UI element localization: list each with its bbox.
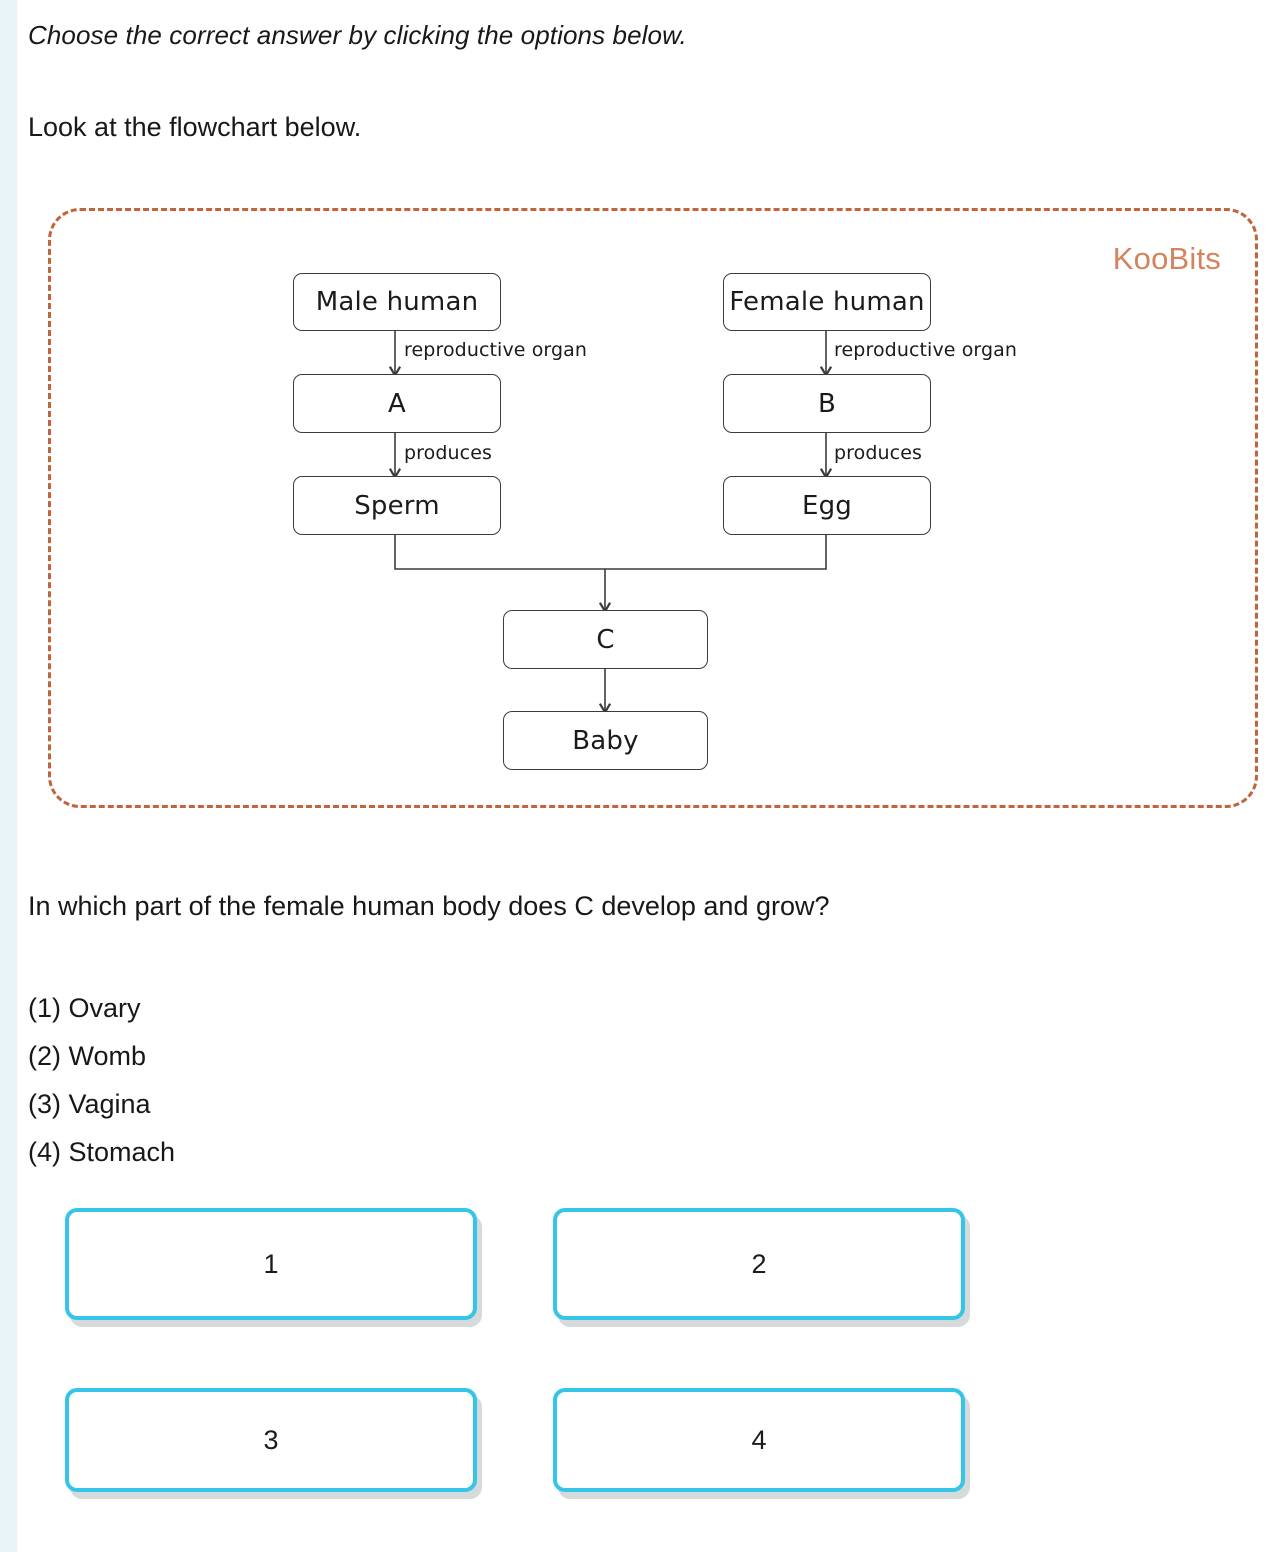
option-item-2: (2) Womb — [28, 1041, 147, 1071]
answer-button-3[interactable]: 3 — [65, 1388, 477, 1492]
option-item-3: (3) Vagina — [28, 1089, 151, 1119]
option-item-4: (4) Stomach — [28, 1137, 176, 1167]
answer-row-top: 1 2 — [65, 1208, 975, 1320]
flow-node-sperm: Sperm — [293, 476, 501, 535]
answer-button-2[interactable]: 2 — [553, 1208, 965, 1320]
flow-node-label: Female human — [729, 287, 925, 317]
edge-label-b-to-egg: produces — [834, 442, 923, 464]
option-list: (1) Ovary (2) Womb (3) Vagina (4) Stomac… — [28, 984, 928, 1176]
flow-node-a: A — [293, 374, 501, 433]
answer-button-grid: 1 2 3 4 — [65, 1208, 975, 1492]
answer-button-label: 2 — [751, 1248, 767, 1279]
flow-node-label: Male human — [315, 287, 479, 317]
flow-node-label: B — [817, 388, 837, 419]
flow-node-male-human: Male human — [293, 273, 501, 331]
flowchart-canvas: Male human Female human A B Sperm Egg C … — [51, 211, 1261, 811]
answer-button-label: 3 — [263, 1424, 279, 1455]
flow-node-label: Sperm — [354, 490, 440, 521]
edge-label-male-to-a: reproductive organ — [404, 339, 588, 361]
left-accent-strip — [0, 0, 17, 1552]
flow-node-b: B — [723, 374, 931, 433]
flow-node-label: Baby — [572, 725, 639, 756]
flow-node-label: Egg — [801, 490, 853, 521]
prompt-text: Look at the flowchart below. — [28, 112, 362, 142]
answer-button-label: 4 — [751, 1424, 767, 1455]
flow-node-label: A — [388, 388, 406, 419]
koobits-watermark: KooBits — [1112, 241, 1221, 276]
flow-node-c: C — [503, 610, 708, 669]
flow-node-baby: Baby — [503, 711, 708, 770]
edge-label-a-to-sperm: produces — [404, 442, 493, 464]
flowchart-panel: KooBits — [48, 208, 1258, 808]
answer-row-bottom: 3 4 — [65, 1388, 975, 1492]
answer-button-1[interactable]: 1 — [65, 1208, 477, 1320]
option-item-1: (1) Ovary — [28, 993, 141, 1023]
flow-node-egg: Egg — [723, 476, 931, 535]
instruction-text: Choose the correct answer by clicking th… — [28, 20, 687, 50]
question-text: In which part of the female human body d… — [28, 891, 830, 921]
edge-label-female-to-b: reproductive organ — [834, 339, 1018, 361]
flowchart-connectors — [388, 331, 833, 715]
flow-node-female-human: Female human — [723, 273, 931, 331]
answer-button-label: 1 — [263, 1248, 279, 1279]
answer-button-4[interactable]: 4 — [553, 1388, 965, 1492]
flow-node-label: C — [596, 624, 615, 655]
